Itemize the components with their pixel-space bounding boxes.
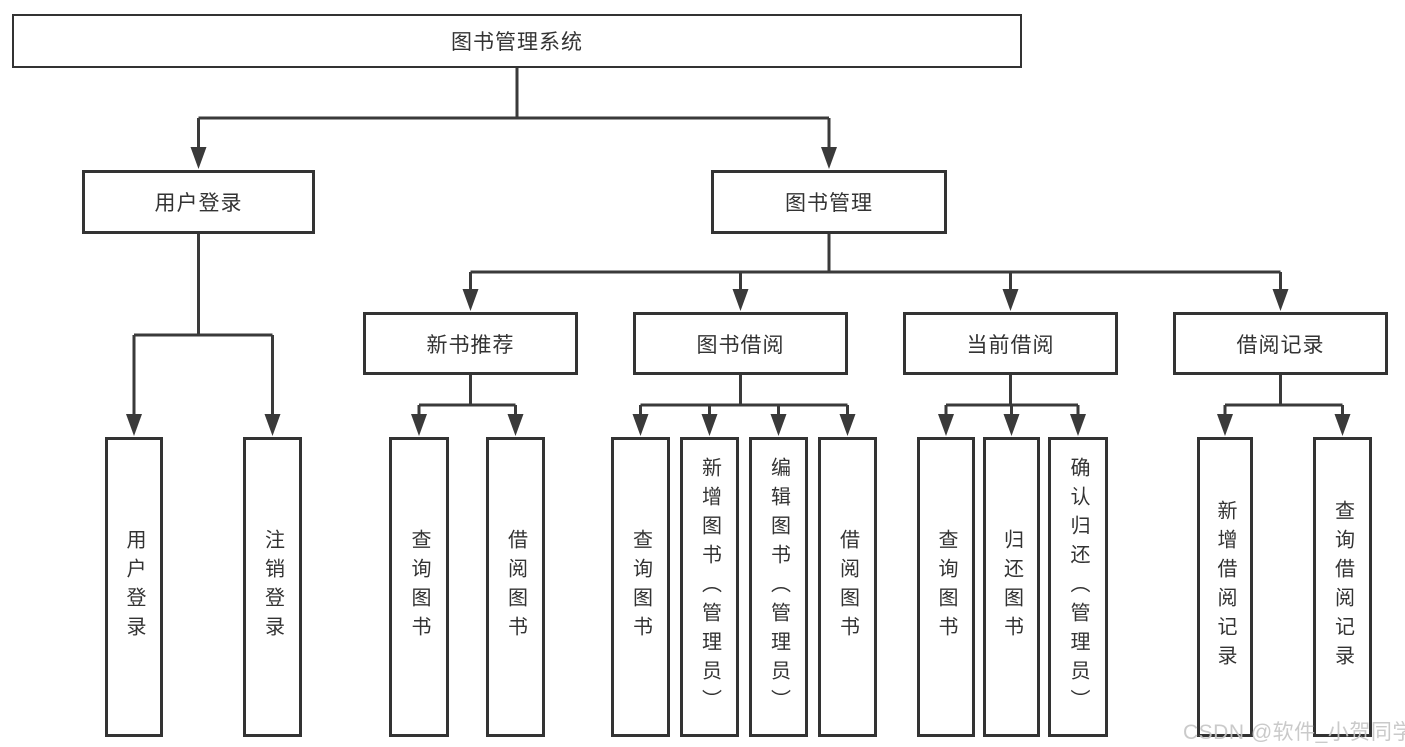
node-label: 归还图书 (1000, 529, 1023, 645)
node-book-management: 图书管理 (711, 170, 947, 234)
node-label: 用户登录 (123, 529, 145, 645)
node-label: 新书推荐 (426, 333, 515, 357)
arrow-down-icon (1334, 414, 1351, 436)
node-label: 注销登录 (261, 529, 284, 645)
arrow-down-icon (462, 289, 479, 311)
leaf-query-borrow-record: 查询借阅记录 (1313, 437, 1372, 737)
arrow-down-icon (1003, 414, 1020, 436)
leaf-borrow-books-recommend: 借阅图书 (486, 437, 545, 737)
arrow-down-icon (1070, 414, 1086, 436)
leaf-return-books: 归还图书 (983, 437, 1040, 737)
node-label: 新增图书（管理员） (698, 456, 721, 718)
leaf-query-books-recommend: 查询图书 (389, 437, 449, 737)
arrow-down-icon (1002, 289, 1019, 311)
leaf-edit-books-admin: 编辑图书（管理员） (749, 437, 808, 737)
arrow-down-icon (770, 414, 787, 436)
arrow-down-icon (507, 414, 524, 436)
arrow-down-icon (1217, 414, 1233, 436)
leaf-add-borrow-record: 新增借阅记录 (1197, 437, 1253, 737)
node-borrowing-records: 借阅记录 (1173, 312, 1388, 375)
node-label: 当前借阅 (966, 333, 1055, 357)
node-label: 图书借阅 (696, 333, 785, 357)
arrow-down-icon (732, 289, 749, 311)
leaf-borrow-books: 借阅图书 (818, 437, 877, 737)
node-user-login: 用户登录 (82, 170, 315, 234)
node-label: 查询图书 (935, 529, 957, 645)
node-library-management-system: 图书管理系统 (12, 14, 1022, 68)
node-label: 查询图书 (408, 529, 430, 645)
arrow-down-icon (264, 414, 281, 436)
leaf-add-books-admin: 新增图书（管理员） (680, 437, 739, 737)
arrow-down-icon (126, 414, 142, 436)
node-label: 查询图书 (629, 529, 652, 645)
leaf-confirm-return-admin: 确认归还（管理员） (1048, 437, 1108, 737)
node-label: 借阅图书 (836, 529, 859, 645)
arrow-down-icon (190, 147, 207, 169)
node-label: 查询借阅记录 (1331, 500, 1354, 674)
arrow-down-icon (839, 414, 856, 436)
node-book-borrowing: 图书借阅 (633, 312, 848, 375)
csdn-watermark: CSDN @软件_小贺同学 (1183, 721, 1405, 744)
arrow-down-icon (701, 414, 718, 436)
node-label: 图书管理系统 (451, 31, 583, 54)
node-label: 图书管理 (785, 192, 873, 215)
node-label: 借阅记录 (1236, 333, 1325, 357)
leaf-query-books-borrowing: 查询图书 (611, 437, 670, 737)
arrow-down-icon (632, 414, 649, 436)
leaf-user-login: 用户登录 (105, 437, 163, 737)
leaf-query-books-current: 查询图书 (917, 437, 975, 737)
leaf-logout: 注销登录 (243, 437, 302, 737)
arrowheads (126, 147, 1351, 436)
node-label: 用户登录 (154, 192, 243, 215)
node-new-book-recommendation: 新书推荐 (363, 312, 578, 375)
node-label: 确认归还（管理员） (1067, 456, 1089, 718)
node-label: 编辑图书（管理员） (767, 456, 790, 718)
arrow-down-icon (821, 147, 837, 169)
node-label: 借阅图书 (504, 529, 527, 645)
connector-lines (132, 68, 1344, 416)
node-label: 新增借阅记录 (1214, 500, 1236, 674)
arrow-down-icon (1272, 289, 1289, 311)
arrow-down-icon (411, 414, 427, 436)
node-current-borrowing: 当前借阅 (903, 312, 1118, 375)
arrow-down-icon (938, 414, 954, 436)
